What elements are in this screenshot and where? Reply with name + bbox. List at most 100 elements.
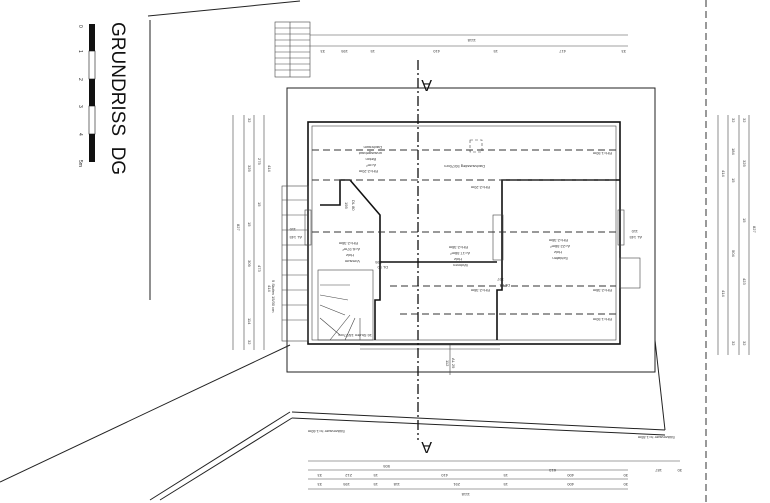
drawing-label: Stützmauer h=1.60m (307, 429, 345, 434)
drawing-label: 15 (373, 482, 378, 487)
drawing-label: 197 (497, 277, 504, 282)
drawing-label: 5m (77, 160, 83, 167)
dimensions-left: 414 275 15 473 32 325 15 309 114 32 827 … (232, 115, 272, 350)
dimensions-bottom: 505 613 187 30 33 212 15 410 15 400 30 3… (308, 460, 682, 497)
drawing-label: AL 145 (629, 235, 642, 240)
site-boundaries (0, 0, 707, 503)
drawing-label: 33 (317, 482, 322, 487)
drawing-label: RH=2.38m (470, 288, 490, 293)
drawing-label: Dachausstieg 50/70cm (444, 164, 485, 169)
drawing-label: 32 (742, 341, 747, 346)
drawing-label: 410 (433, 49, 440, 54)
drawing-label: AL 145 (289, 235, 302, 240)
room-vorraum: Vorraum Holz A=6.97m² RH=2.38m (338, 241, 360, 264)
drawing-label: 187 (655, 468, 662, 473)
drawing-label: 110 (289, 227, 296, 232)
stairs (274, 21, 361, 342)
drawing-label: DL 80 (351, 200, 356, 211)
drawing-label: 33 (317, 473, 322, 478)
drawing-label: 15 (742, 218, 747, 223)
drawing-label: 15 (370, 49, 375, 54)
drawing-label: A=22.58m² (550, 244, 570, 249)
drawing-label: 32 (731, 341, 736, 346)
drawing-label: 15 (731, 178, 736, 183)
room-dachraum: Dachraum unausgebaut Beton A=m² RH=2.20m (358, 145, 382, 174)
drawing-label: Beton (366, 157, 376, 162)
drawing-label: AL 29 (451, 358, 456, 369)
drawing-label: 414 (267, 165, 272, 172)
drawing-label: 325 (247, 165, 252, 172)
drawing-label: RH=2.20m (358, 169, 378, 174)
scale-bar: 0 1 2 3 4 5m (77, 24, 96, 167)
drawing-label: 400 (567, 482, 574, 487)
drawing-label: 15 (257, 202, 262, 207)
dimensions-right: 414 414 32 184 15 504 32 32 325 15 423 3… (717, 115, 757, 355)
drawing-label: 423 (742, 278, 747, 285)
drawing-label: RH=1.50m (592, 317, 612, 322)
drawing-label: 1 (77, 50, 83, 53)
drawing-label: 32 (247, 118, 252, 123)
drawing-label: 400 (567, 473, 574, 478)
drawing-label: 33 (621, 49, 626, 54)
drawing-label: 1118 (461, 492, 470, 497)
annotations: Dachausstieg 50/70cm RH=1.50m RH=2.20m R… (271, 151, 675, 440)
dimensions-top: 1118 33 195 15 410 15 417 33 (310, 34, 628, 54)
drawing-label: 33 (320, 49, 325, 54)
drawing-label: 504 (731, 250, 736, 257)
drawing-label: RH=2.38m (592, 288, 612, 293)
drawing-label: 275 (257, 158, 262, 165)
drawing-label: 195 (343, 482, 350, 487)
drawing-label: RH=2.38m (448, 245, 468, 250)
drawing-label: 3 (77, 105, 83, 108)
drawing-label: A=6.97m² (342, 247, 360, 252)
building (286, 87, 656, 375)
drawing-label: 414 (267, 285, 272, 292)
drawing-label: 417 (559, 49, 566, 54)
drawing-label: DL 84 (499, 283, 510, 288)
drawing-label: 32 (742, 118, 747, 123)
drawing-label: 15 (373, 473, 378, 478)
drawing-label: 410 (441, 473, 448, 478)
drawing-label: 291 (453, 482, 460, 487)
drawing-label: Vorraum (344, 259, 360, 264)
drawing-label: 505 (383, 464, 390, 469)
drawing-label: 112 (445, 360, 450, 367)
drawing-label: Holz (454, 257, 462, 262)
drawing-label: RH=2.38m (548, 238, 568, 243)
drawing-label: 15 (503, 482, 508, 487)
drawing-label: Wohnen (453, 263, 468, 268)
drawing-label: 184 (731, 148, 736, 155)
drawing-label: 2 (77, 78, 83, 81)
drawing-label: 30 (623, 482, 628, 487)
drawing-label: 9 Stufen 15/30 cm (271, 280, 276, 313)
drawing-label: RH=2.20m (470, 185, 490, 190)
drawing-label: 414 (721, 290, 726, 297)
drawing-label: 118 (393, 482, 400, 487)
drawing-label: Dachraum (363, 145, 382, 150)
drawing-label: 15 (493, 49, 498, 54)
drawing-label: 212 (345, 473, 352, 478)
drawing-label: 32 (731, 118, 736, 123)
room-wohnen: Wohnen Holz A=17.58m² RH=2.38m (448, 245, 470, 268)
drawing-title: GRUNDRISS DG (107, 22, 128, 175)
drawing-label: Stützmauer h=1.85m (637, 435, 675, 440)
drawing-label: 195 (341, 49, 348, 54)
drawing-label: 473 (257, 265, 262, 272)
drawing-label: Schlafen (552, 256, 568, 261)
drawing-label: 30 (623, 473, 628, 478)
drawing-label: 16 Stufen 18/27cm (338, 333, 372, 338)
drawing-label: Holz (346, 253, 354, 258)
drawing-label: RH=2.38m (338, 241, 358, 246)
drawing-label: 15 (503, 473, 508, 478)
drawing-label: 32 (247, 340, 252, 345)
drawing-label: 414 (721, 170, 726, 177)
drawing-label: 4 (77, 133, 83, 136)
room-schlafen: Schlafen Holz A=22.58m² RH=2.38m (548, 238, 570, 261)
drawing-label: unausgebaut (358, 151, 382, 156)
drawing-label: 110 (631, 229, 638, 234)
drawing-label: 309 (247, 260, 252, 267)
section-marker-bottom: A (421, 438, 432, 455)
drawing-label: 1118 (467, 38, 476, 43)
section-marker-top: A (421, 76, 432, 93)
